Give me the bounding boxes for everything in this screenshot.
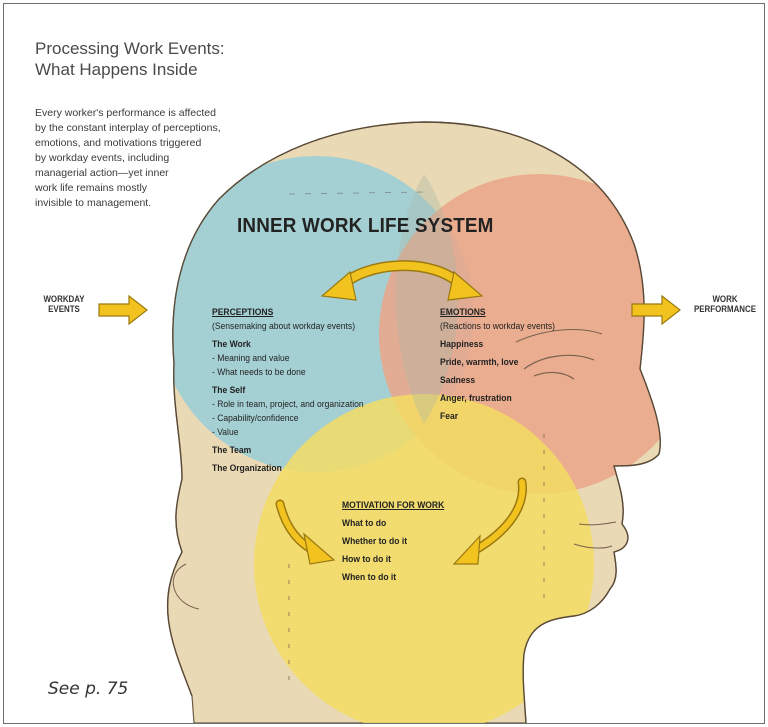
eye-sketch [523,354,595,380]
motivation-item: How to do it [342,554,391,565]
emotion-item: Pride, warmth, love [440,357,519,368]
perceptions-to-motivation-arrow [275,499,336,565]
work-item: - Meaning and value [212,353,290,364]
head-illustration [98,121,681,723]
work-performance-line1: WORK [712,294,738,304]
figure-title-line2: What Happens Inside [35,60,198,79]
intro-line: Every worker's performance is affected [35,107,216,119]
the-team-label: The Team [212,445,252,456]
emotions-heading: EMOTIONS [440,307,486,318]
motivation-heading: MOTIVATION FOR WORK [342,500,445,511]
work-performance-arrow [631,294,681,326]
workday-events-arrow [98,294,148,326]
emotion-item: Sadness [440,375,476,386]
emotion-item: Happiness [440,339,484,350]
mouth-sketch [573,521,617,549]
intro-line: by workday events, including [35,152,170,164]
workday-events-line1: WORKDAY [43,294,85,304]
intro-paragraph: Every worker's performance is affected b… [35,106,265,211]
intro-line: work life remains mostly [35,182,148,194]
system-title: INNER WORK LIFE SYSTEM [237,214,494,237]
motivation-item: What to do [342,518,387,529]
motivation-block: MOTIVATION FOR WORK What to do Whether t… [342,499,444,585]
emotions-subheading: (Reactions to workday events) [440,321,556,332]
work-item: - What needs to be done [212,367,306,378]
the-organization-label: The Organization [212,463,282,474]
work-performance-label: WORK PERFORMANCE [689,294,761,314]
intro-line: managerial action—yet inner [35,167,169,179]
perceptions-heading: PERCEPTIONS [212,307,274,318]
self-item: - Capability/confidence [212,413,299,424]
motivation-item: Whether to do it [342,536,408,547]
motivation-circle [254,394,594,723]
emotions-to-motivation-arrow [452,477,527,565]
the-work-heading: The Work [212,339,251,350]
perceptions-subheading: (Sensemaking about workday events) [212,321,356,332]
intro-line: emotions, and motivations triggered [35,137,202,149]
emotion-item: Fear [440,411,459,422]
page-reference-caption: See p. 75 [48,679,129,699]
motivation-item: When to do it [342,572,397,583]
the-self-heading: The Self [212,385,246,396]
figure-title: Processing Work Events: What Happens Ins… [35,38,315,80]
eyebrow-sketch [515,329,603,343]
work-performance-line2: PERFORMANCE [693,304,757,314]
intro-line: invisible to management. [35,197,152,209]
figure-title-line1: Processing Work Events: [35,39,225,58]
self-item: - Role in team, project, and organizatio… [212,399,364,410]
emotions-block: EMOTIONS (Reactions to workday events) H… [440,306,555,424]
figure-frame: Processing Work Events: What Happens Ins… [3,3,765,724]
intro-line: by the constant interplay of perceptions… [35,122,221,134]
workday-events-line2: EVENTS [48,304,80,314]
emotion-item: Anger, frustration [440,393,512,404]
workday-events-label: WORKDAY EVENTS [36,294,92,314]
self-item: - Value [212,427,239,438]
perceptions-block: PERCEPTIONS (Sensemaking about workday e… [212,306,364,476]
ear-sketch [172,563,200,610]
perceptions-emotions-arrow [320,260,484,301]
